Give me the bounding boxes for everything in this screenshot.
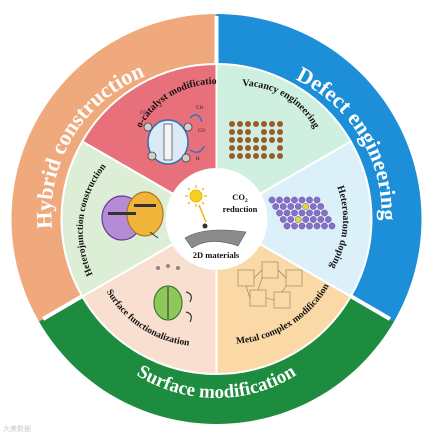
lattice-atom	[269, 129, 275, 135]
lattice-atom	[313, 222, 321, 230]
dopant-atom	[302, 203, 310, 210]
h2-label: H	[196, 157, 200, 162]
lattice-atom	[237, 145, 243, 151]
dopant-atom	[294, 216, 302, 223]
segment-surface-functionalization	[80, 242, 218, 376]
lattice-atom	[237, 121, 243, 127]
lattice-atom	[229, 137, 235, 143]
lattice-atom	[283, 209, 291, 217]
lattice-atom	[245, 121, 251, 127]
lattice-atom	[306, 209, 313, 217]
lattice-atom	[261, 137, 267, 143]
lattice-atom	[237, 153, 243, 159]
lattice-atom	[237, 129, 243, 135]
lattice-atom	[328, 222, 336, 230]
lattice-atom	[229, 129, 235, 135]
lattice-atom	[277, 153, 283, 159]
reduction-text: reduction	[223, 204, 258, 214]
lattice-atom	[245, 129, 251, 135]
heterojunction-illustration	[101, 191, 164, 241]
co2-text: CO2	[232, 192, 248, 204]
lattice-atom	[245, 153, 251, 159]
lattice-atom	[261, 145, 267, 151]
lattice-atom	[287, 216, 295, 223]
lattice-atom	[253, 153, 259, 159]
lattice-atom	[291, 222, 298, 230]
lattice-atom	[317, 203, 325, 210]
lattice-atom	[253, 145, 259, 151]
lattice-atom	[272, 203, 280, 210]
lattice-atom	[276, 209, 283, 217]
lattice-atom	[269, 121, 275, 127]
watermark: 大美数据	[3, 426, 31, 433]
heteroatom-lattice	[268, 196, 336, 230]
lattice-atom	[279, 203, 287, 210]
lattice-atom	[229, 121, 235, 127]
lattice-atom	[277, 145, 283, 151]
lattice-atom	[261, 153, 267, 159]
sun-icon	[185, 185, 207, 207]
lattice-atom	[269, 153, 275, 159]
lattice-atom	[321, 222, 328, 230]
lattice-atom	[298, 196, 306, 204]
lattice-atom	[291, 209, 298, 217]
lattice-atom	[279, 216, 287, 223]
lattice-atom	[229, 145, 235, 151]
vacancy-lattice	[229, 121, 283, 159]
lattice-atom	[268, 196, 276, 204]
lattice-atom	[229, 153, 235, 159]
lattice-atom	[313, 209, 321, 217]
co-catalyst-illustration: CH CO H CO	[140, 106, 205, 165]
lattice-atom	[245, 145, 251, 151]
lattice-atom	[306, 222, 313, 230]
metal-complex-network	[237, 261, 303, 309]
co2-label: CO	[140, 111, 147, 116]
lattice-atom	[317, 216, 325, 223]
2d-materials-text: 2D materials	[193, 250, 240, 260]
segment-metal-complex-modification	[215, 242, 353, 376]
lattice-atom	[276, 196, 283, 204]
lattice-atom	[313, 196, 321, 204]
lattice-atom	[261, 121, 267, 127]
lattice-atom	[298, 209, 306, 217]
lattice-atom	[287, 203, 295, 210]
lattice-atom	[298, 222, 306, 230]
lattice-atom	[277, 121, 283, 127]
lattice-atom	[321, 209, 328, 217]
lattice-atom	[294, 203, 302, 210]
surface-modification-sector	[38, 296, 395, 424]
lattice-atom	[245, 137, 251, 143]
molecule-icon	[202, 223, 208, 229]
lattice-atom	[277, 137, 283, 143]
lattice-atom	[283, 196, 291, 204]
lattice-atom	[253, 137, 259, 143]
lattice-atom	[306, 196, 313, 204]
lattice-atom	[302, 216, 310, 223]
lattice-atom	[261, 129, 267, 135]
lattice-atom	[324, 216, 332, 223]
ch4-label: CH	[196, 106, 203, 111]
lattice-atom	[309, 203, 317, 210]
lattice-atom	[309, 216, 317, 223]
2d-sheet-icon	[184, 229, 247, 249]
lattice-atom	[253, 121, 259, 127]
light-arrow-icon	[198, 204, 207, 223]
co-label: CO	[198, 129, 205, 134]
segment-vacancy-engineering	[215, 62, 353, 196]
lattice-atom	[283, 222, 291, 230]
surface-functionalization-illustration	[153, 264, 192, 323]
lattice-atom	[237, 137, 243, 143]
lattice-atom	[269, 137, 275, 143]
lattice-atom	[277, 129, 283, 135]
lattice-atom	[291, 196, 298, 204]
